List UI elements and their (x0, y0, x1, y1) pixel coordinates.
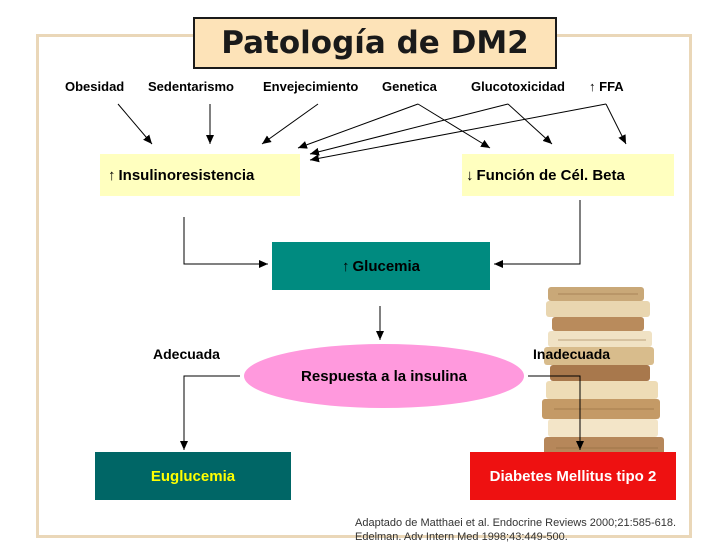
up-arrow-icon: ↑ (589, 79, 596, 94)
euglucemia-box: Euglucemia (95, 452, 291, 500)
factor-genetica: Genetica (382, 79, 437, 94)
factor-envejecimiento: Envejecimiento (263, 79, 359, 94)
respuesta-label: Respuesta a la insulina (301, 367, 467, 385)
funcion-beta-label: Función de Cél. Beta (476, 166, 625, 184)
reference-citation: Adaptado de Matthaei et al. Endocrine Re… (355, 516, 676, 544)
euglucemia-label: Euglucemia (150, 467, 236, 485)
down-arrow-icon: ↓ (466, 166, 474, 184)
glucemia-label: Glucemia (352, 257, 421, 275)
factor-obesidad: Obesidad (65, 79, 125, 94)
title-text: Patología de DM2 (221, 25, 529, 61)
page-title: Patología de DM2 (193, 17, 557, 69)
insulinoresistencia-box: ↑Insulinoresistencia (100, 154, 300, 196)
factor-ffa-label: FFA (599, 79, 624, 94)
diabetes-box: Diabetes Mellitus tipo 2 (470, 452, 676, 500)
respuesta-insulina-node: Respuesta a la insulina (244, 344, 524, 408)
reference-line-2: Edelman. Adv Intern Med 1998;43:449-500. (355, 531, 568, 543)
diabetes-label: Diabetes Mellitus tipo 2 (489, 467, 657, 485)
label-inadecuada: Inadecuada (533, 346, 611, 362)
up-arrow-icon: ↑ (108, 166, 116, 184)
factor-ffa: ↑ FFA (589, 79, 624, 94)
funcion-beta-box: ↓Función de Cél. Beta (462, 154, 674, 196)
factor-glucotoxicidad: Glucotoxicidad (471, 79, 565, 94)
up-arrow-icon: ↑ (341, 257, 350, 275)
label-adecuada: Adecuada (153, 346, 220, 362)
reference-line-1: Adaptado de Matthaei et al. Endocrine Re… (355, 517, 677, 529)
insulinoresistencia-label: Insulinoresistencia (118, 166, 255, 184)
glucemia-box: ↑Glucemia (272, 242, 490, 290)
books-illustration (542, 287, 664, 459)
factor-sedentarismo: Sedentarismo (148, 79, 234, 94)
